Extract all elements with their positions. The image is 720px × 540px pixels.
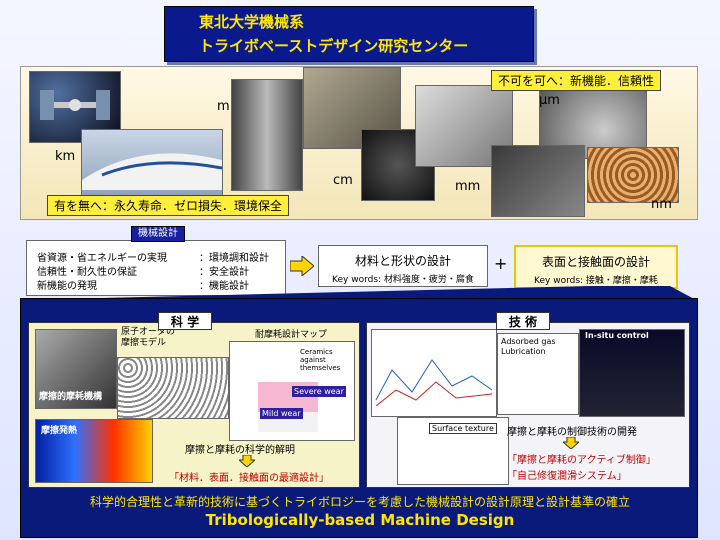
atomic-model-image	[117, 357, 229, 419]
space-station-photo	[29, 71, 121, 143]
md-row-1-left: 省資源・省エネルギーの実現	[37, 253, 167, 264]
footer-english: Tribologically-based Machine Design	[205, 511, 515, 529]
title-box: 東北大学機械系 トライボベーストデザイン研究センター	[164, 6, 534, 62]
scale-nm: nm	[651, 197, 672, 212]
heat-label: 摩擦発熱	[41, 426, 78, 436]
md-row-3-left: 新機能の発現	[37, 281, 97, 292]
material-shape-box: 材料と形状の設計 Key words: 材料強度・疲労・腐食	[318, 245, 488, 287]
down-arrow-icon	[239, 455, 255, 467]
science-explain: 摩擦と摩耗の科学的解明	[185, 445, 295, 456]
technology-selfrepair: 「自己修復潤滑システム」	[507, 471, 627, 482]
right-arrow-icon	[290, 256, 314, 276]
severe-wear-label: Severe wear	[292, 386, 346, 397]
md-row-1-right: ：環境調和設計	[199, 253, 269, 264]
insitu-photo	[579, 329, 685, 417]
md-row-3-right: ：機能設計	[199, 281, 249, 292]
material-shape-title: 材料と形状の設計	[354, 254, 451, 268]
mild-wear-label: Mild wear	[260, 408, 303, 419]
heat-map-photo	[35, 419, 153, 483]
wear-map-label: 耐摩耗設計マップ	[255, 330, 328, 340]
afm-surface-photo	[587, 147, 679, 203]
scale-km: km	[55, 149, 76, 164]
tag-new-function: 不可を可へ：新機能．信頼性	[491, 70, 662, 91]
surface-contact-title: 表面と接触面の設計	[541, 255, 650, 269]
bullet-train-photo	[81, 129, 223, 199]
fracture-label: 摩擦的摩耗機構	[39, 392, 103, 402]
title-line-1: 東北大学機械系	[199, 13, 305, 31]
texture-label: Surface texture	[429, 423, 497, 434]
science-panel: 摩擦的摩耗機構 摩擦発熱 原子オーダの 摩擦モデル 耐摩耗設計マップ Sever…	[28, 322, 360, 488]
motor-cutaway-photo	[231, 79, 303, 191]
scale-um: μm	[539, 93, 560, 108]
footer-japanese: 科学的合理性と革新的技術に基づくトライボロジーを考慮した機械設計の設計原理と設計…	[89, 495, 630, 509]
technology-title: 技 術	[496, 312, 550, 330]
material-shape-keywords: Key words: 材料強度・疲労・腐食	[332, 275, 474, 285]
surface-contact-keywords: Key words: 接触・摩擦・摩耗	[534, 276, 658, 286]
technology-panel: Adsorbed gas Lubrication In-situ control…	[366, 322, 690, 488]
connector-funnel	[20, 286, 696, 300]
tech-down-arrow-icon	[563, 437, 579, 449]
plus-sign: +	[494, 254, 508, 273]
technology-develop: 摩擦と摩耗の制御技術の開発	[507, 427, 637, 438]
adsorbed-label: Adsorbed gas Lubrication	[501, 337, 556, 357]
machine-design-tag: 機械設計	[131, 226, 185, 242]
scale-photo-panel: km m cm mm μm nm 不可を可へ：新機能．信頼性 有を無へ：永久寿命…	[20, 66, 698, 220]
md-row-2-left: 信頼性・耐久性の保証	[37, 267, 137, 278]
title-line-2: トライボベーストデザイン研究センター	[199, 37, 469, 55]
scale-cm: cm	[333, 173, 353, 188]
md-row-2-right: ：安全設計	[199, 267, 249, 278]
friction-graph	[371, 329, 497, 417]
wear-map-chart: Severe wear Mild wear Ceramics against t…	[229, 341, 355, 441]
atomic-model-label: 原子オーダの 摩擦モデル	[121, 327, 176, 348]
surface-contact-box: 表面と接触面の設計 Key words: 接触・摩擦・摩耗	[514, 245, 678, 289]
insitu-label: In-situ control	[585, 331, 649, 340]
scale-mm: mm	[455, 179, 481, 194]
micro-device-photo	[491, 145, 585, 217]
science-title: 科 学	[158, 312, 212, 330]
tag-eternal-life: 有を無へ：永久寿命．ゼロ損失．環境保全	[47, 195, 290, 216]
fracture-photo	[35, 329, 117, 409]
scale-m: m	[217, 99, 230, 114]
ceramics-label: Ceramics against themselves	[300, 348, 341, 372]
science-optimal: 「材料．表面．接触面の最適設計」	[169, 473, 329, 484]
technology-active: 「摩擦と摩耗のアクティブ制御」	[507, 455, 656, 466]
